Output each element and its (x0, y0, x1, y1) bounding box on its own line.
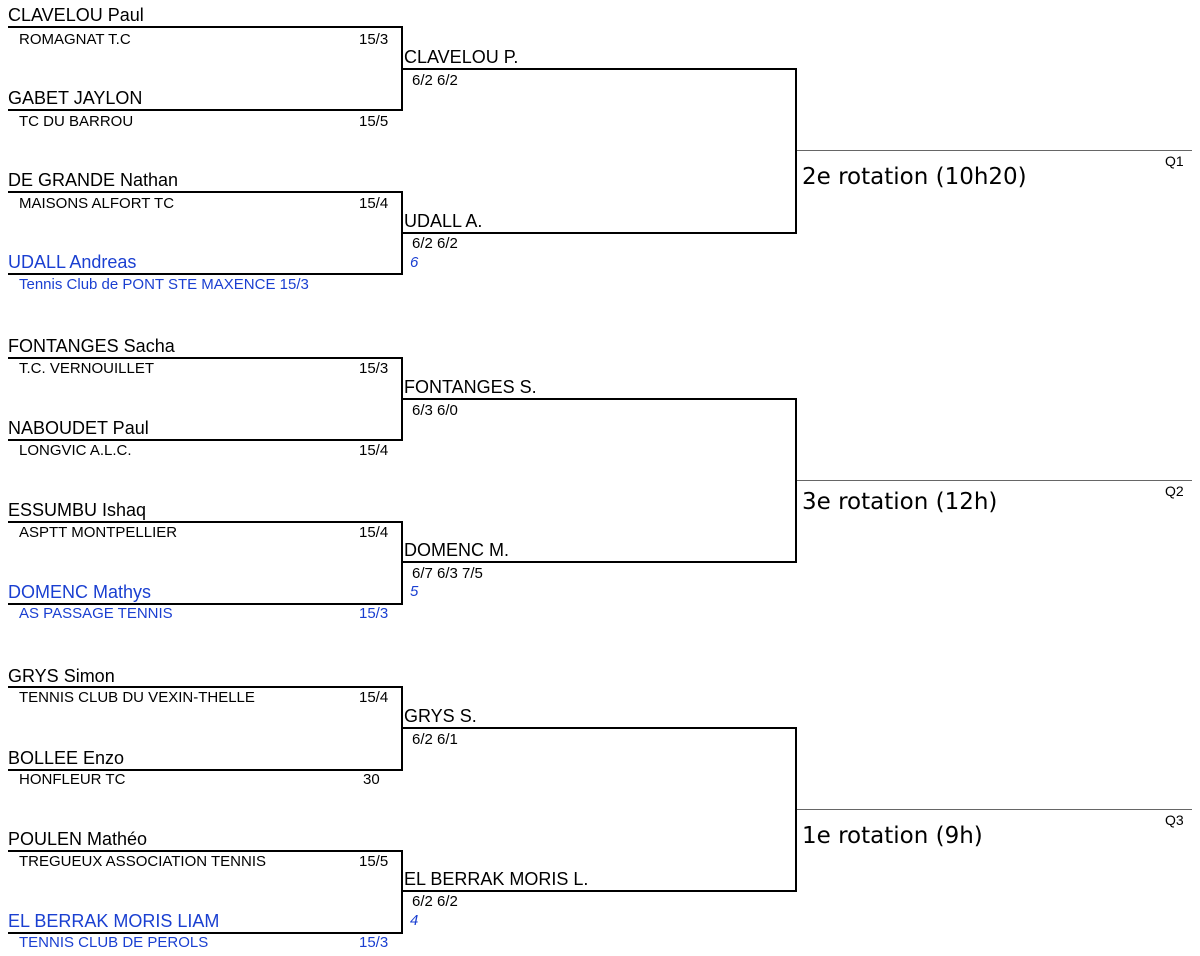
match-winner: EL BERRAK MORIS L. (404, 869, 589, 889)
winner-line (401, 232, 797, 234)
qualifier-line (797, 809, 1192, 810)
player-name: GABET JAYLON (8, 88, 143, 108)
winner-line (401, 398, 797, 400)
match-score: 6/2 6/2 (412, 72, 458, 89)
qualifier-label: Q2 (1165, 483, 1184, 499)
player-club: MAISONS ALFORT TC (19, 195, 175, 212)
match-score: 6/2 6/2 (412, 893, 458, 910)
qualifier-label: Q1 (1165, 153, 1184, 169)
player-club: AS PASSAGE TENNIS (19, 605, 173, 622)
match-winner: GRYS S. (404, 706, 477, 726)
player-name: UDALL Andreas (8, 252, 137, 272)
rotation-label: 1e rotation (9h) (802, 823, 983, 849)
player-line (8, 769, 403, 771)
player-rank: 30 (363, 771, 380, 788)
rotation-label: 2e rotation (10h20) (802, 164, 1027, 190)
player-line (8, 357, 403, 359)
winner-line (401, 561, 797, 563)
seed-number: 5 (410, 583, 419, 600)
match-score: 6/2 6/1 (412, 731, 458, 748)
player-name: DOMENC Mathys (8, 582, 152, 602)
bracket-connector (795, 68, 797, 234)
player-name: BOLLEE Enzo (8, 748, 125, 768)
bracket-connector (795, 398, 797, 563)
player-name: CLAVELOU Paul (8, 5, 144, 25)
match-winner: DOMENC M. (404, 540, 509, 560)
rotation-label: 3e rotation (12h) (802, 489, 998, 515)
player-club: T.C. VERNOUILLET (19, 360, 155, 377)
player-club: TREGUEUX ASSOCIATION TENNIS (19, 853, 266, 870)
player-line (8, 850, 403, 852)
qualifier-line (797, 480, 1192, 481)
player-club: LONGVIC A.L.C. (19, 442, 132, 459)
player-club: ASPTT MONTPELLIER (19, 524, 178, 541)
player-rank: 15/3 (359, 31, 389, 48)
player-rank: 15/4 (359, 689, 389, 706)
player-club: TC DU BARROU (19, 113, 134, 130)
winner-line (401, 68, 797, 70)
player-name: POULEN Mathéo (8, 829, 148, 849)
player-line (8, 191, 403, 193)
match-winner: CLAVELOU P. (404, 47, 519, 67)
player-rank: 15/4 (359, 524, 389, 541)
player-name: ESSUMBU Ishaq (8, 500, 147, 520)
player-name: FONTANGES Sacha (8, 336, 175, 356)
player-rank: 15/3 (359, 934, 389, 951)
player-name: DE GRANDE Nathan (8, 170, 179, 190)
player-rank: 15/3 (359, 360, 389, 377)
match-score: 6/7 6/3 7/5 (412, 565, 483, 582)
seed-number: 6 (410, 254, 419, 271)
player-club: HONFLEUR TC (19, 771, 126, 788)
player-line (8, 109, 403, 111)
match-winner: FONTANGES S. (404, 377, 537, 397)
qualifier-line (797, 150, 1192, 151)
player-line (8, 686, 403, 688)
bracket-connector (795, 727, 797, 892)
player-rank: 15/4 (359, 195, 389, 212)
player-rank: 15/3 (359, 605, 389, 622)
player-line (8, 273, 403, 275)
player-club: ROMAGNAT T.C (19, 31, 131, 48)
player-line (8, 439, 403, 441)
player-rank: 15/4 (359, 442, 389, 459)
player-club: TENNIS CLUB DE PEROLS (19, 934, 209, 951)
match-score: 6/2 6/2 (412, 235, 458, 252)
player-line (8, 603, 403, 605)
player-name: EL BERRAK MORIS LIAM (8, 911, 220, 931)
player-name: NABOUDET Paul (8, 418, 149, 438)
player-line (8, 521, 403, 523)
seed-number: 4 (410, 912, 419, 929)
winner-line (401, 890, 797, 892)
player-club: TENNIS CLUB DU VEXIN-THELLE (19, 689, 255, 706)
qualifier-label: Q3 (1165, 812, 1184, 828)
player-rank: 15/5 (359, 853, 389, 870)
bracket-connector (401, 521, 403, 605)
winner-line (401, 727, 797, 729)
match-score: 6/3 6/0 (412, 402, 458, 419)
match-winner: UDALL A. (404, 211, 483, 231)
player-name: GRYS Simon (8, 666, 115, 686)
player-line (8, 932, 403, 934)
bracket-connector (401, 850, 403, 934)
player-club: Tennis Club de PONT STE MAXENCE 15/3 (19, 276, 309, 293)
player-rank: 15/5 (359, 113, 389, 130)
player-line (8, 26, 403, 28)
